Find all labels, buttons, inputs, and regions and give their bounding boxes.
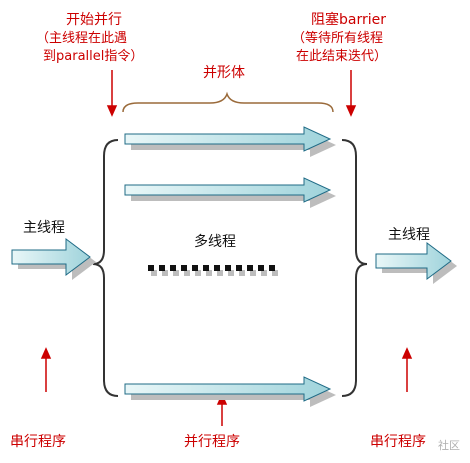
main-thread-arrow-in [11, 238, 96, 280]
dot-shadow [239, 270, 245, 276]
barrier-pointer [345, 70, 357, 117]
dot-shadow [250, 270, 256, 276]
dot [214, 265, 220, 271]
dot [170, 265, 176, 271]
parallel-body-brace [122, 91, 334, 113]
main-thread-in-label: 主线程 [23, 220, 65, 236]
start-parallel-note-line1: （主线程在此遇 [36, 31, 128, 46]
dot-shadow [272, 270, 278, 276]
dot [225, 265, 231, 271]
start-parallel-pointer [106, 70, 118, 117]
thread-arrow-1 [124, 126, 336, 157]
serial-program-right-label: 串行程序 [370, 434, 426, 450]
dot-shadow [173, 270, 179, 276]
serial-right-pointer [401, 347, 413, 392]
dot [236, 265, 242, 271]
more-threads-dots [148, 265, 278, 276]
join-brace [341, 139, 368, 397]
fork-brace [92, 139, 119, 397]
barrier-note-line2: 在此结束迭代） [296, 49, 388, 64]
dot [258, 265, 264, 271]
dot [159, 265, 165, 271]
dot [192, 265, 198, 271]
dot-shadow [162, 270, 168, 276]
dot-shadow [261, 270, 267, 276]
dot-shadow [195, 270, 201, 276]
dot [269, 265, 275, 271]
main-thread-out-label: 主线程 [388, 227, 430, 243]
dot [203, 265, 209, 271]
parallel-program-label: 并行程序 [184, 434, 240, 450]
dot-shadow [151, 270, 157, 276]
thread-arrow-n [124, 376, 336, 407]
barrier-title: 阻塞barrier [311, 12, 386, 28]
start-parallel-note-line2: 到parallel指令） [43, 49, 144, 64]
start-parallel-title: 开始并行 [66, 12, 122, 28]
serial-program-left-label: 串行程序 [10, 434, 66, 450]
dot [181, 265, 187, 271]
parallel-body-label: 并形体 [203, 65, 245, 81]
serial-left-pointer [40, 347, 52, 392]
dot-shadow [228, 270, 234, 276]
main-thread-arrow-out [375, 242, 457, 284]
multi-threads-label: 多线程 [194, 234, 236, 250]
thread-arrow-2 [124, 177, 336, 208]
dot [247, 265, 253, 271]
dot-shadow [206, 270, 212, 276]
dot-shadow [184, 270, 190, 276]
barrier-note-line1: （等待所有线程 [292, 31, 384, 46]
watermark: 社区 [438, 439, 460, 452]
dot [148, 265, 154, 271]
dot-shadow [217, 270, 223, 276]
